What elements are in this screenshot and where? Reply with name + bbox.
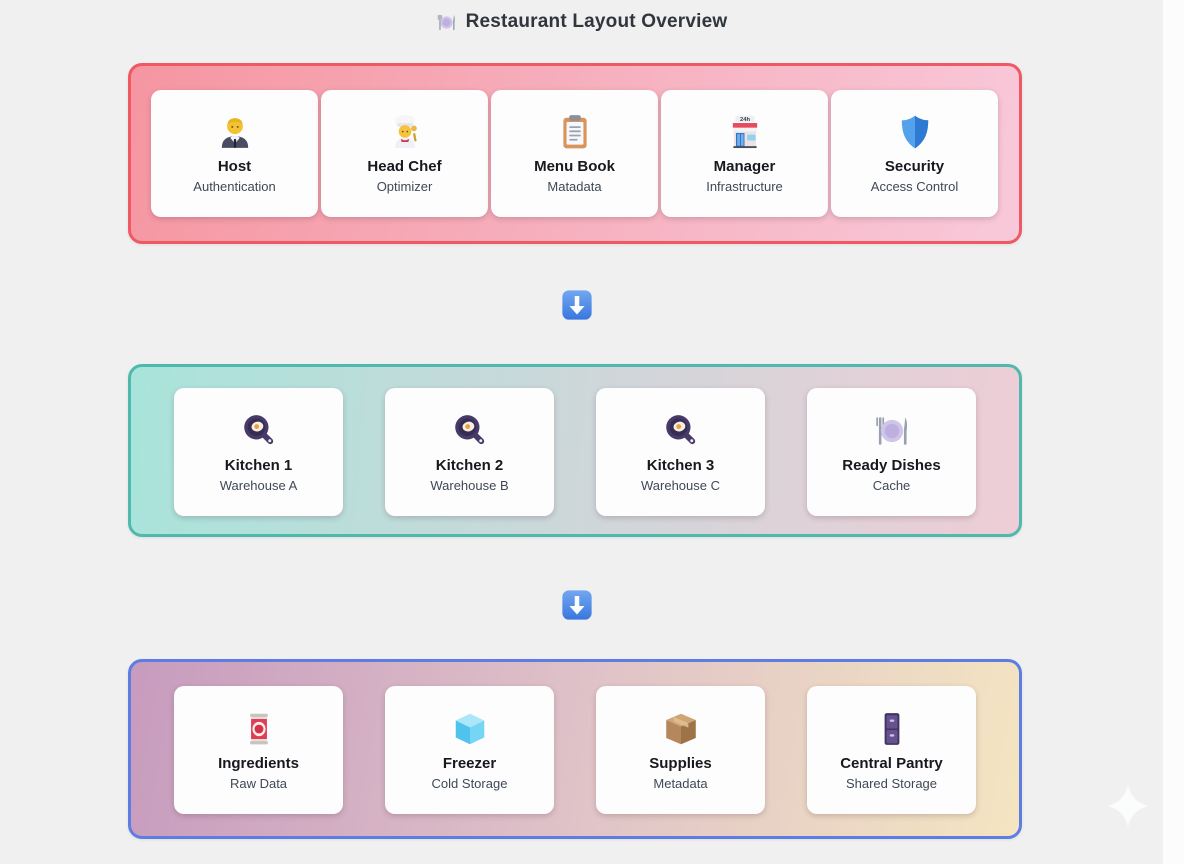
chef-icon (386, 113, 424, 151)
card-title: Head Chef (367, 158, 441, 175)
card-subtitle: Warehouse B (430, 478, 508, 493)
frying-pan-icon (662, 412, 700, 450)
card-row: Host Authentication Head Chef Optimizer … (131, 66, 1019, 241)
card-head-chef: Head Chef Optimizer (321, 90, 488, 217)
card-subtitle: Raw Data (230, 776, 287, 791)
card-host: Host Authentication (151, 90, 318, 217)
card-subtitle: Warehouse A (220, 478, 298, 493)
card-supplies: Supplies Metadata (596, 686, 765, 814)
file-cabinet-icon (873, 710, 911, 748)
canned-food-icon (240, 710, 278, 748)
section-kitchens: Kitchen 1 Warehouse A Kitchen 2 Warehous… (128, 364, 1022, 537)
card-title: Kitchen 2 (436, 457, 504, 474)
card-title: Kitchen 3 (647, 457, 715, 474)
section-storage: Ingredients Raw Data Freezer Cold Storag… (128, 659, 1022, 839)
card-kitchen-2: Kitchen 2 Warehouse B (385, 388, 554, 516)
businessman-icon (216, 113, 254, 151)
card-subtitle: Optimizer (377, 179, 433, 194)
card-subtitle: Infrastructure (706, 179, 783, 194)
shield-icon (896, 113, 934, 151)
card-title: Central Pantry (840, 755, 943, 772)
card-ready-dishes: Ready Dishes Cache (807, 388, 976, 516)
card-row: Ingredients Raw Data Freezer Cold Storag… (131, 662, 1019, 838)
card-title: Manager (714, 158, 776, 175)
card-central-pantry: Central Pantry Shared Storage (807, 686, 976, 814)
card-title: Kitchen 1 (225, 457, 293, 474)
frying-pan-icon (240, 412, 278, 450)
plate-cutlery-icon (873, 412, 911, 450)
card-kitchen-1: Kitchen 1 Warehouse A (174, 388, 343, 516)
card-title: Ingredients (218, 755, 299, 772)
page-header: Restaurant Layout Overview (0, 11, 1163, 33)
card-ingredients: Ingredients Raw Data (174, 686, 343, 814)
ice-cube-icon (451, 710, 489, 748)
card-subtitle: Cold Storage (432, 776, 508, 791)
plate-cutlery-icon (436, 12, 457, 33)
page-title: Restaurant Layout Overview (466, 11, 728, 33)
card-kitchen-3: Kitchen 3 Warehouse C (596, 388, 765, 516)
card-title: Menu Book (534, 158, 615, 175)
right-edge-panel (1163, 0, 1184, 864)
card-subtitle: Cache (873, 478, 911, 493)
card-subtitle: Metadata (653, 776, 707, 791)
card-title: Host (218, 158, 251, 175)
down-arrow-icon (560, 288, 594, 322)
card-title: Supplies (649, 755, 712, 772)
card-title: Security (885, 158, 944, 175)
clipboard-icon (556, 113, 594, 151)
convenience-store-icon (726, 113, 764, 151)
package-icon (662, 710, 700, 748)
frying-pan-icon (451, 412, 489, 450)
section-front-of-house: Host Authentication Head Chef Optimizer … (128, 63, 1022, 244)
card-subtitle: Access Control (871, 179, 958, 194)
card-menu-book: Menu Book Matadata (491, 90, 658, 217)
down-arrow-icon (560, 588, 594, 622)
card-title: Freezer (443, 755, 496, 772)
card-subtitle: Shared Storage (846, 776, 937, 791)
card-subtitle: Warehouse C (641, 478, 720, 493)
sparkle-icon (1106, 784, 1150, 828)
card-title: Ready Dishes (842, 457, 940, 474)
card-subtitle: Authentication (193, 179, 275, 194)
card-manager: Manager Infrastructure (661, 90, 828, 217)
card-freezer: Freezer Cold Storage (385, 686, 554, 814)
card-security: Security Access Control (831, 90, 998, 217)
card-row: Kitchen 1 Warehouse A Kitchen 2 Warehous… (131, 367, 1019, 537)
card-subtitle: Matadata (547, 179, 601, 194)
